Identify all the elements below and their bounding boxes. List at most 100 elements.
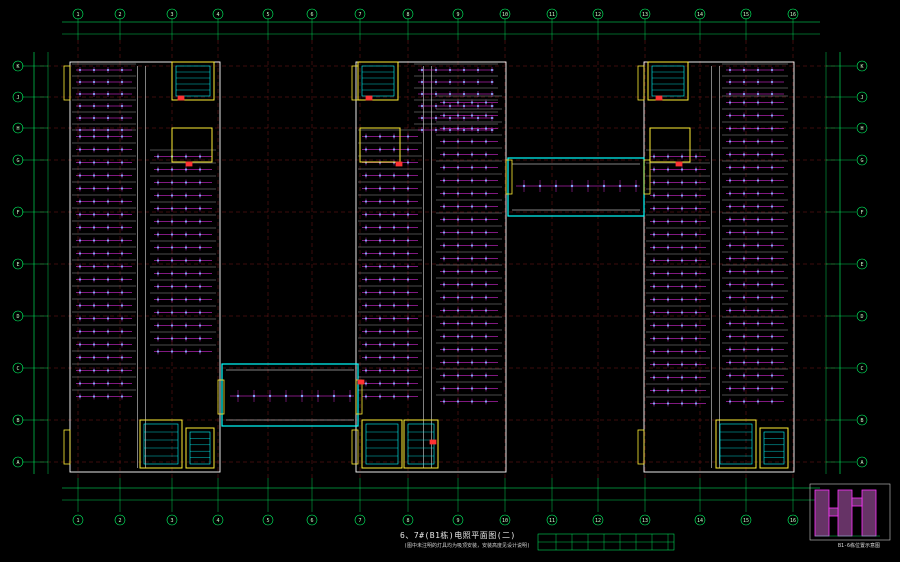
axis-bubble-row-left-label: K [16,64,19,70]
axis-bubble-col-top-circle [354,8,366,20]
stair-core-left-bottom-2 [185,427,215,469]
inset-wing-1 [814,489,830,537]
distribution-panel [185,161,193,167]
axis-bubble-col-bottom-circle [402,514,414,526]
axis-bubble-row-left-label: H [16,126,19,132]
edge-column [217,379,225,415]
axis-bubble-row-right-label: C [860,366,863,372]
axis-bubble-col-top-label: 5 [266,12,269,18]
axis-bubble-col-bottom-label: 1 [76,518,79,524]
axis-bubble-col-top-label: 9 [456,12,459,18]
axis-bubble-col-top-label: 1 [76,12,79,18]
axis-bubble-col-bottom-label: 4 [216,518,219,524]
stair-core-left-top [171,61,215,101]
axis-bubble-col-bottom-circle [306,514,318,526]
drawing-note: (图中未注明的灯具均为吸顶安装，安装高度见设计说明) [404,543,531,549]
axis-bubble-col-bottom-circle [546,514,558,526]
axis-bubble-col-top-circle [639,8,651,20]
axis-bubble-col-top-circle [114,8,126,20]
axis-bubble-col-top-circle [72,8,84,20]
inset-wing-2 [837,489,853,537]
axis-bubble-col-bottom-circle [787,514,799,526]
axis-bubble-col-bottom-label: 10 [502,518,508,524]
bridge-lower [221,363,359,427]
axis-bubble-col-top-label: 13 [642,12,648,18]
axis-bubble-col-top-label: 2 [118,12,121,18]
axis-bubble-col-bottom-label: 8 [406,518,409,524]
axis-bubble-row-right-circle [856,362,868,374]
axis-bubble-col-top-circle [787,8,799,20]
axis-bubble-col-top-label: 10 [502,12,508,18]
stair-core-center-top-inner [361,65,395,97]
stair-core-right-top [647,61,689,101]
distribution-panel [357,379,365,385]
distribution-panel [655,95,663,101]
elevator-core-right [649,127,691,163]
axis-bubble-col-bottom-label: 11 [549,518,555,524]
edge-column [351,65,359,101]
axis-bubble-col-bottom-label: 15 [743,518,749,524]
inset-wing-3 [861,489,877,537]
stair-core-center-bottom-inner [365,423,399,465]
axis-bubble-row-left-circle [12,122,24,134]
axis-bubble-row-left-circle [12,456,24,468]
axis-bubble-row-right-label: K [860,64,863,70]
axis-bubble-col-bottom-label: 16 [790,518,796,524]
stair-core-left-bottom-inner [143,423,179,465]
stair-core-right-bottom-inner [719,423,753,465]
wing-center [355,61,507,473]
axis-bubble-row-left-label: F [16,210,19,216]
axis-bubble-col-bottom-label: 7 [358,518,361,524]
axis-bubble-col-top-circle [592,8,604,20]
inset-bridge-2 [851,497,863,507]
axis-bubble-col-bottom-circle [262,514,274,526]
drawing-title: 6、7#(B1栋)电照平面图(二) [400,531,516,540]
axis-bubble-row-left-label: E [16,262,19,268]
axis-bubble-row-right-circle [856,414,868,426]
axis-bubble-col-bottom-label: 2 [118,518,121,524]
edge-column [505,159,513,195]
axis-bubble-col-bottom-label: 3 [170,518,173,524]
axis-bubble-row-left-circle [12,154,24,166]
stair-core-center-bottom-2 [403,419,439,469]
axis-bubble-row-right-label: B [860,418,863,424]
inset-label: B1-6栋位置示意图 [838,543,881,549]
axis-bubble-row-left-circle [12,258,24,270]
axis-bubble-row-right-label: F [860,210,863,216]
axis-bubble-col-bottom-circle [499,514,511,526]
edge-column [643,159,651,195]
axis-bubble-col-top-label: 16 [790,12,796,18]
edge-column [637,429,645,465]
axis-bubble-row-right-label: A [860,460,863,466]
axis-bubble-row-right-label: J [860,95,863,101]
axis-bubble-col-top-label: 7 [358,12,361,18]
axis-bubble-col-top-circle [166,8,178,20]
bridge-upper [507,157,645,217]
axis-bubble-col-bottom-label: 6 [310,518,313,524]
stair-core-center-bottom [361,419,403,469]
edge-column [351,429,359,465]
axis-bubble-col-top-circle [546,8,558,20]
axis-bubble-row-left-label: D [16,314,19,320]
elevator-core-center [359,127,401,163]
axis-bubble-row-right-circle [856,91,868,103]
stair-core-left-bottom-2-inner [189,431,211,465]
axis-bubble-col-bottom-circle [694,514,706,526]
axis-bubble-col-bottom-circle [740,514,752,526]
edge-column [355,379,363,415]
axis-bubble-col-bottom-label: 13 [642,518,648,524]
axis-bubble-row-right-label: E [860,262,863,268]
inset-frame [809,483,891,541]
axis-bubble-col-top-label: 3 [170,12,173,18]
axis-bubble-row-left-circle [12,362,24,374]
distribution-panel [177,95,185,101]
stair-core-right-bottom [715,419,757,469]
axis-bubble-row-left-label: A [16,460,19,466]
axis-bubble-row-right-circle [856,456,868,468]
axis-bubble-row-left-circle [12,60,24,72]
stair-core-left-top-inner [175,65,211,97]
axis-bubble-col-top-label: 15 [743,12,749,18]
axis-bubble-col-top-circle [452,8,464,20]
axis-bubble-row-left-label: J [16,95,19,101]
axis-bubble-row-left-label: C [16,366,19,372]
